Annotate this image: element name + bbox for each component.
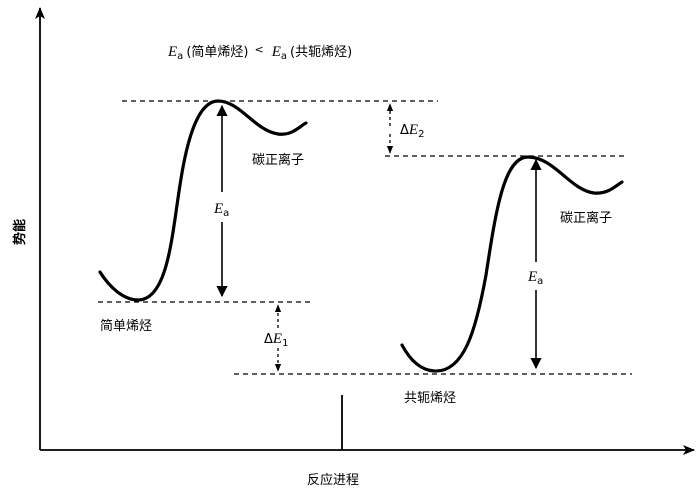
y-axis-label: 势能 (12, 219, 28, 245)
left-reactant-label: 简单烯烃 (100, 318, 152, 334)
left-ea-label: Ea (213, 201, 229, 219)
right-ea-label: Ea (527, 269, 543, 287)
right-energy-curve (400, 155, 624, 373)
delta-e2-label: ΔE2 (400, 122, 424, 140)
x-axis-label: 反应进程 (307, 472, 359, 488)
right-reactant-label: 共轭烯烃 (404, 390, 456, 406)
left-energy-curve (98, 99, 308, 302)
ea-comparison: Ea(简单烯烃)<Ea(共轭烯烃) (167, 43, 352, 62)
left-product-label: 碳正离子 (252, 152, 304, 168)
delta-e1-label: ΔE1 (264, 331, 288, 349)
right-product-label: 碳正离子 (560, 210, 612, 226)
